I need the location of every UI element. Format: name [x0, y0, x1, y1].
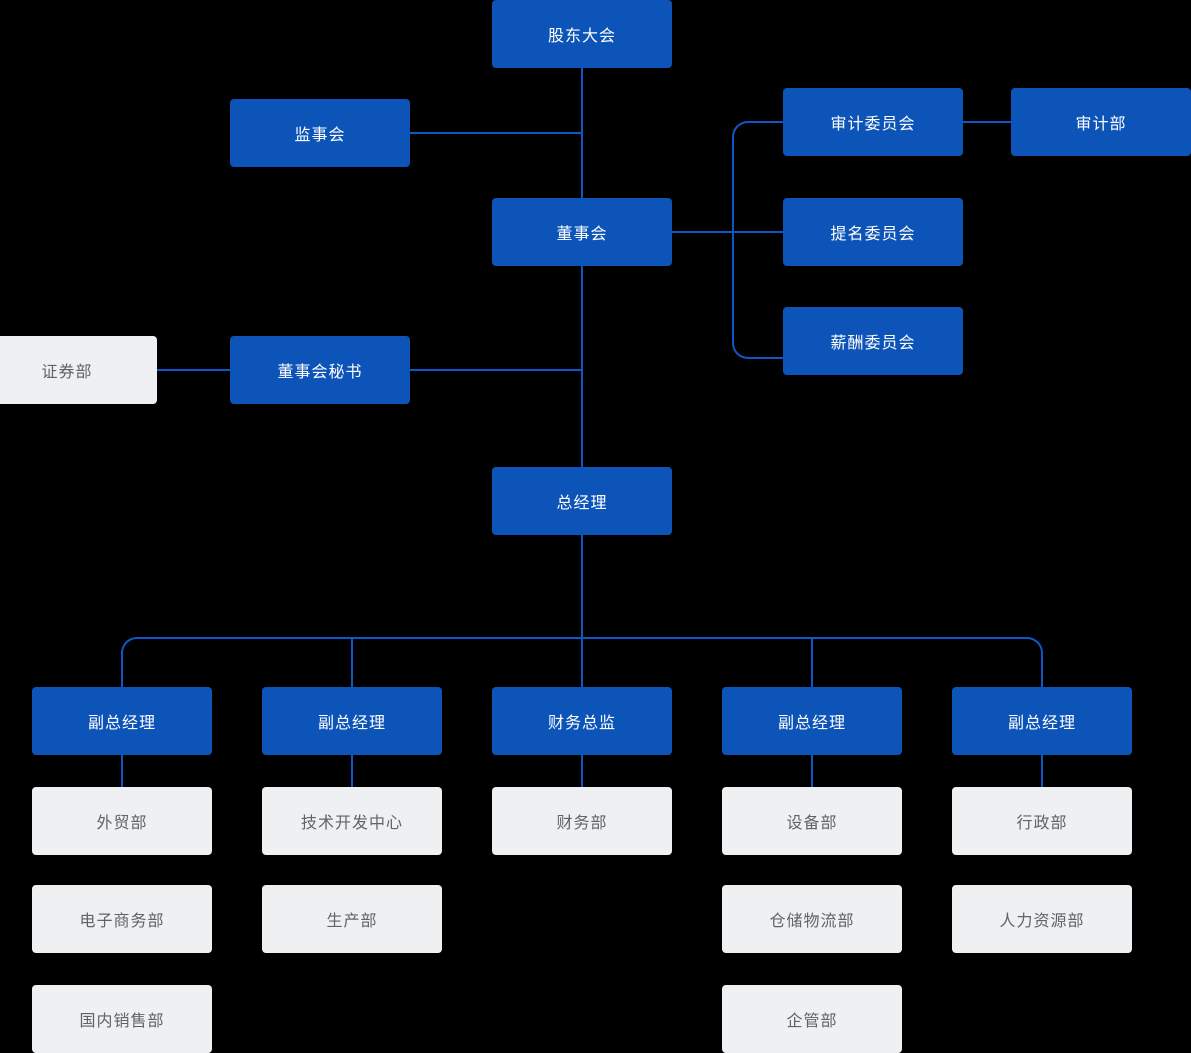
node-deputy-gm-3: 副总经理 [722, 687, 902, 755]
node-warehouse-logistics-dept: 仓储物流部 [722, 885, 902, 953]
node-board-secretary: 董事会秘书 [230, 336, 410, 404]
node-production-dept: 生产部 [262, 885, 442, 953]
node-hr-dept: 人力资源部 [952, 885, 1132, 953]
node-deputy-gm-4: 副总经理 [952, 687, 1132, 755]
node-supervisory-board: 监事会 [230, 99, 410, 167]
node-board-of-directors: 董事会 [492, 198, 672, 266]
node-deputy-gm-1: 副总经理 [32, 687, 212, 755]
node-tech-development-center: 技术开发中心 [262, 787, 442, 855]
node-enterprise-mgmt-dept: 企管部 [722, 985, 902, 1053]
bracket-drop-deputy3 [811, 639, 813, 687]
connector-gm-to-bracket [581, 535, 583, 637]
node-domestic-sales-dept: 国内销售部 [32, 985, 212, 1053]
connector-auditcommittee-to-auditdept [963, 121, 1011, 123]
node-securities-department: 证券部 [0, 336, 157, 404]
node-foreign-trade-dept: 外贸部 [32, 787, 212, 855]
node-audit-department: 审计部 [1011, 88, 1191, 156]
connector-board-to-committees [672, 231, 783, 233]
node-general-manager: 总经理 [492, 467, 672, 535]
connector-cfo-to-dept [581, 755, 583, 787]
connector-shareholders-to-board [581, 68, 583, 198]
connector-securities-to-secretary [157, 369, 230, 371]
committee-bracket [732, 121, 783, 359]
node-admin-dept: 行政部 [952, 787, 1132, 855]
connector-secretary-to-trunk [410, 369, 582, 371]
connector-deputy1-to-dept [121, 755, 123, 787]
node-equipment-dept: 设备部 [722, 787, 902, 855]
connector-deputy4-to-dept [1041, 755, 1043, 787]
node-audit-committee: 审计委员会 [783, 88, 963, 156]
node-cfo: 财务总监 [492, 687, 672, 755]
connector-deputy2-to-dept [351, 755, 353, 787]
node-ecommerce-dept: 电子商务部 [32, 885, 212, 953]
node-shareholders-meeting: 股东大会 [492, 0, 672, 68]
connector-deputy3-to-dept [811, 755, 813, 787]
node-nomination-committee: 提名委员会 [783, 198, 963, 266]
management-bracket [121, 637, 1043, 687]
node-finance-dept: 财务部 [492, 787, 672, 855]
bracket-drop-cfo [581, 639, 583, 687]
connector-board-to-gm [581, 266, 583, 467]
connector-supervisory-to-trunk [410, 132, 582, 134]
node-remuneration-committee: 薪酬委员会 [783, 307, 963, 375]
node-deputy-gm-2: 副总经理 [262, 687, 442, 755]
bracket-drop-deputy2 [351, 639, 353, 687]
